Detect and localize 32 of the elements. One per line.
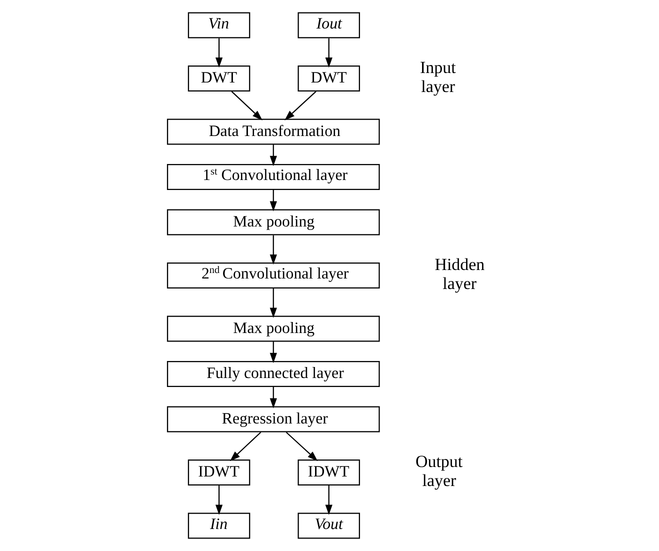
arrow (284, 91, 316, 120)
arrow (269, 288, 276, 318)
arrow (214, 485, 222, 515)
node-box: IDWT (187, 459, 250, 486)
node-box: Vin (187, 12, 250, 38)
node-box: Max pooling (166, 209, 380, 236)
arrow (269, 235, 276, 265)
arrow (229, 432, 261, 462)
node-box: Regression layer (166, 406, 380, 432)
arrow (230, 91, 262, 120)
node-box: DWT (297, 65, 360, 92)
node-box: Max pooling (166, 316, 380, 342)
arrow (214, 38, 222, 68)
label: Output layer (414, 452, 462, 490)
node-box: 2$^{nd}$ Convolutional layer (166, 262, 380, 289)
node-box: 1$^{st}$ Convolutional layer (166, 164, 380, 190)
node-box: DWT (187, 65, 250, 92)
arrow (269, 342, 276, 364)
node-box: Data Transformation (166, 118, 380, 145)
node-box: Iout (297, 12, 360, 38)
arrow (324, 485, 332, 515)
label: Hidden layer (434, 254, 484, 294)
label: Input layer (420, 58, 456, 96)
node-box: Fully connected layer (166, 360, 380, 388)
arrow (324, 38, 332, 68)
node-box: IDWT (297, 459, 360, 486)
arrow (269, 190, 276, 212)
node-box: Vout (297, 512, 360, 539)
node-box: Iin (187, 512, 250, 539)
arrow (269, 144, 276, 166)
arrow (269, 386, 276, 408)
arrow (285, 432, 318, 462)
